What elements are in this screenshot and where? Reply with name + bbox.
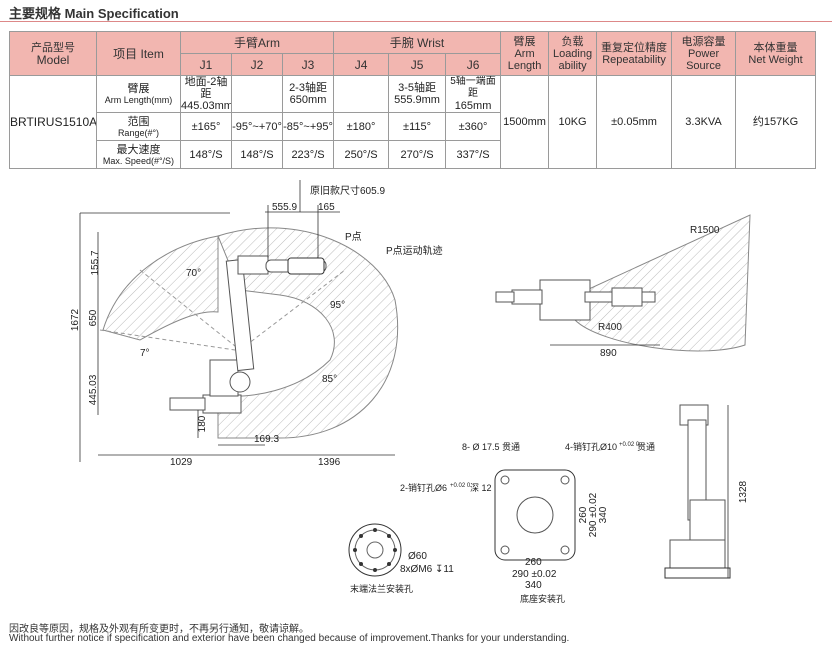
speed-j2: 148°/S bbox=[231, 140, 283, 169]
dim-r1500: R1500 bbox=[690, 225, 720, 236]
dim-180: 180 bbox=[197, 415, 208, 432]
side-view-workspace bbox=[99, 227, 399, 439]
angle-95: 95° bbox=[330, 300, 345, 311]
axis-j5-header: J5 bbox=[388, 53, 447, 76]
caption-end-flange: 末端法兰安装孔 bbox=[350, 583, 413, 594]
section-title: 主要规格 Main Specification bbox=[9, 6, 179, 21]
label-pin-base-after: 贯通 bbox=[637, 442, 655, 452]
weight-value: 约157KG bbox=[735, 75, 817, 169]
label-pin-end-depth: 深 12 bbox=[470, 483, 492, 493]
angle-7: 7° bbox=[140, 348, 150, 359]
footer-cn: 因改良等原因，规格及外观有所变更时，不再另行通知，敬请谅解。 bbox=[9, 624, 309, 635]
base-view bbox=[494, 469, 576, 561]
label-pin-base-tol: +0.02 0 bbox=[619, 442, 640, 448]
side-view-dimensions bbox=[79, 180, 395, 462]
range-j5: ±115° bbox=[388, 112, 447, 141]
dim-5559: 555.9 bbox=[272, 202, 297, 213]
power-value: 3.3KVA bbox=[671, 75, 737, 169]
dim-1029: 1029 bbox=[170, 457, 193, 468]
dim-650: 650 bbox=[88, 309, 99, 326]
dim-1557: 155.7 bbox=[90, 250, 101, 275]
dim-1693: 169.3 bbox=[254, 434, 279, 445]
arm-length-j2 bbox=[231, 75, 283, 113]
caption-base-holes: 底座安装孔 bbox=[520, 593, 565, 604]
section-header: 主要规格 Main Specification bbox=[0, 0, 832, 24]
label-pin-base: 4-销钉孔Ø10 bbox=[565, 441, 617, 452]
dim-old-size: 原旧款尺寸605.9 bbox=[310, 184, 385, 197]
side-view-robot bbox=[169, 255, 327, 414]
angle-85: 85° bbox=[322, 374, 337, 385]
speed-j4: 250°/S bbox=[333, 140, 390, 169]
dim-d60: Ø60 bbox=[408, 551, 427, 562]
dim-r400: R400 bbox=[598, 322, 622, 333]
dim-290v: 290 ±0.02 bbox=[588, 492, 599, 537]
label-pin-end-tol: +0.02 0 bbox=[450, 483, 471, 489]
range-j3: -85°~+95° bbox=[281, 112, 335, 141]
dim-1672: 1672 bbox=[70, 308, 81, 331]
speed-j1: 148°/S bbox=[180, 140, 232, 169]
dim-165: 165 bbox=[318, 202, 335, 213]
model-cell: BRTIRUS1510A bbox=[9, 75, 97, 169]
angle-70: 70° bbox=[186, 268, 201, 279]
dim-290h: 290 ±0.02 bbox=[512, 569, 557, 580]
axis-j2-header: J2 bbox=[231, 53, 283, 76]
dim-m6: 8xØM6 ↧11 bbox=[400, 564, 454, 575]
dim-260h: 260 bbox=[525, 557, 542, 568]
dim-340v: 340 bbox=[598, 506, 609, 523]
speed-j6: 337°/S bbox=[445, 140, 502, 169]
top-view bbox=[495, 214, 751, 352]
dim-1328: 1328 bbox=[738, 480, 749, 503]
dim-260v: 260 bbox=[578, 506, 589, 523]
dim-890: 890 bbox=[600, 348, 617, 359]
dim-340h: 340 bbox=[525, 580, 542, 591]
front-view-robot bbox=[664, 404, 731, 579]
speed-j3: 223°/S bbox=[281, 140, 335, 169]
axis-j3-header: J3 bbox=[281, 53, 335, 76]
dim-44503: 445.03 bbox=[88, 374, 99, 405]
arm-length-value: 1500mm bbox=[500, 75, 550, 169]
label-p-track: P点运动轨迹 bbox=[386, 244, 443, 257]
header-divider bbox=[0, 21, 832, 22]
end-flange-view bbox=[348, 523, 402, 577]
range-j6: ±360° bbox=[445, 112, 502, 141]
footer-en: Without further notice if specification … bbox=[9, 633, 570, 644]
label-through: 8- Ø 17.5 贯通 bbox=[462, 442, 520, 452]
axis-j4-header: J4 bbox=[333, 53, 390, 76]
label-pin-end: 2-销钉孔Ø6 bbox=[400, 482, 447, 493]
label-p-point: P点 bbox=[345, 231, 362, 243]
dim-1396: 1396 bbox=[318, 457, 341, 468]
